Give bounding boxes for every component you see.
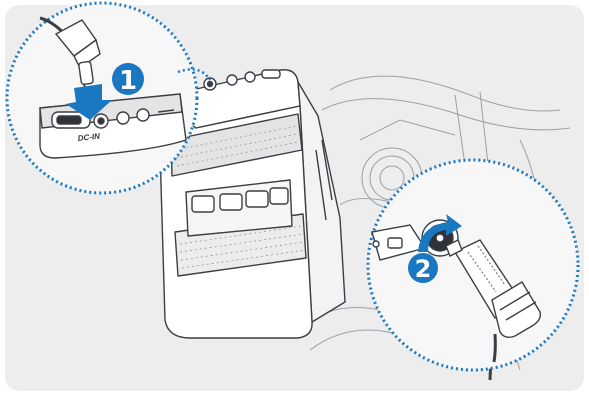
svg-text:1: 1 [119,66,137,96]
zoom-circle-socket: 2 [368,160,578,370]
step-badge-2: 2 [408,253,438,283]
svg-text:2: 2 [415,255,432,283]
